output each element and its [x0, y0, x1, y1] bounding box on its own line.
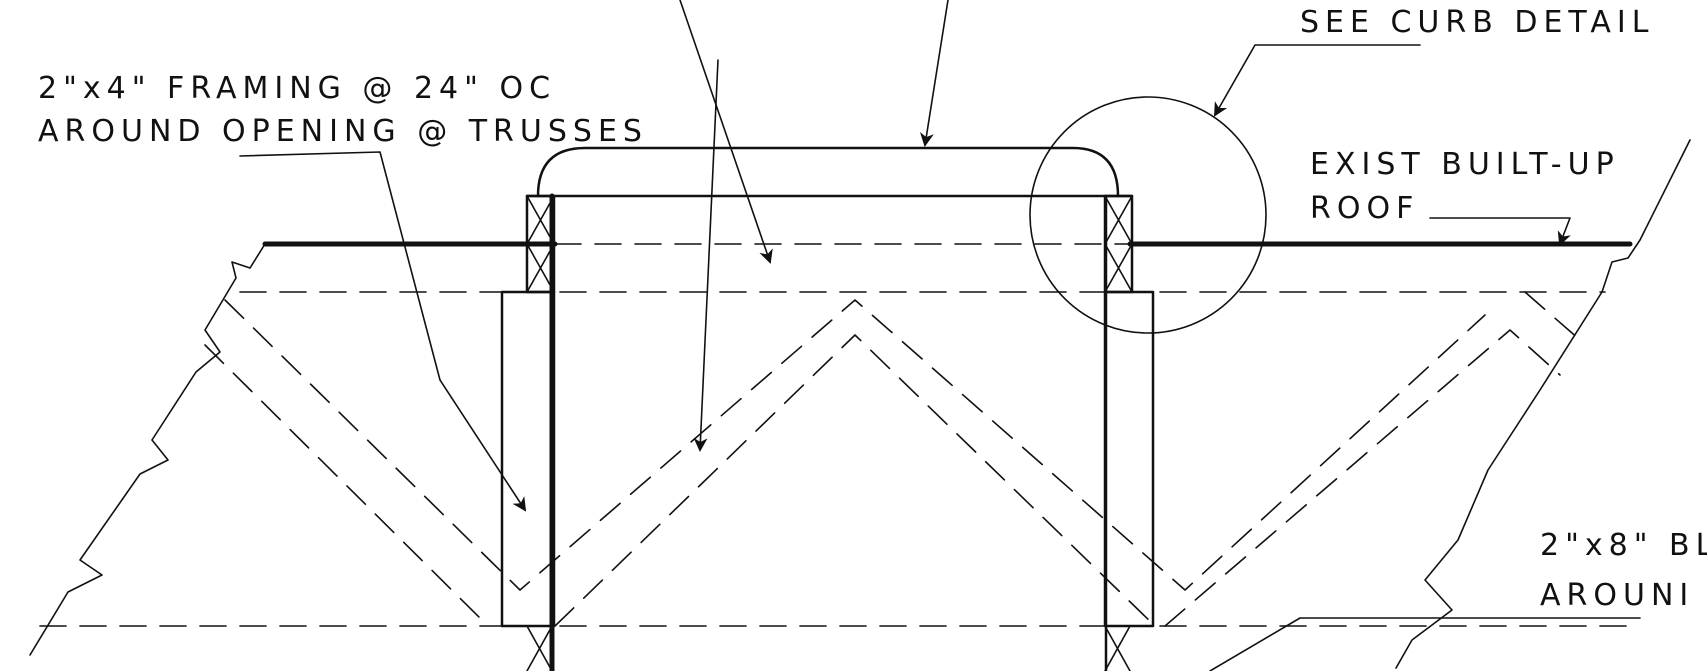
note-blocking-line1: 2"x8" BL: [1540, 528, 1707, 563]
note-framing-line2: AROUND OPENING @ TRUSSES: [38, 114, 648, 149]
opening-bracket: [536, 146, 1120, 198]
truss-webs: [204, 291, 1581, 627]
curb-detail-circle: [1029, 96, 1267, 334]
note-roof-line2: ROOF: [1310, 191, 1419, 226]
cross-braces-bottom: [526, 625, 1131, 671]
leader-lines: [239, 0, 1641, 671]
blocking-right: [1103, 290, 1155, 628]
note-blocking-line2: AROUNI: [1540, 578, 1694, 613]
note-roof-line1: EXIST BUILT-UP: [1310, 147, 1620, 182]
note-curb-detail: SEE CURB DETAIL: [1300, 5, 1655, 40]
break-line-right: [1395, 139, 1691, 669]
blocking-left: [500, 290, 556, 628]
note-framing-line1: 2"x4" FRAMING @ 24" OC: [38, 71, 556, 106]
break-line-left: [29, 243, 266, 656]
